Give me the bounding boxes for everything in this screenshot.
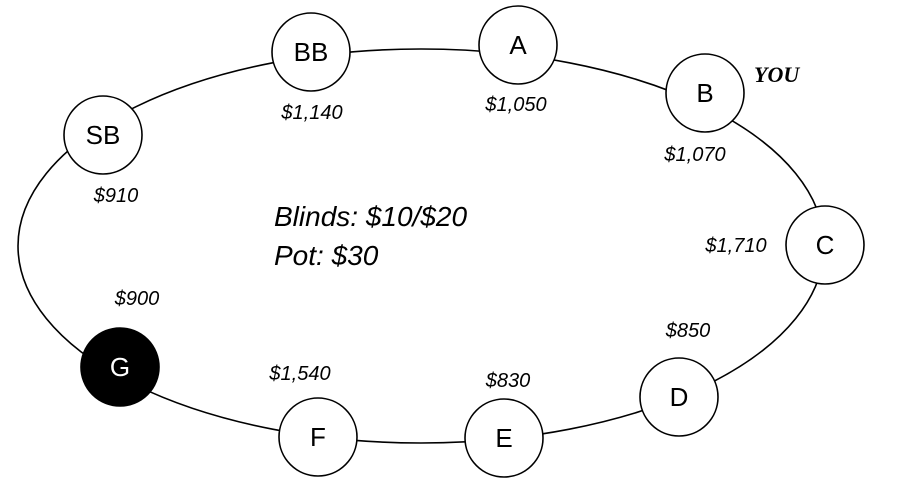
- seat-d: D $850: [639, 320, 719, 437]
- seat-f: F $1,540: [268, 363, 358, 477]
- seat-stack: $1,140: [280, 102, 342, 124]
- seat-circle: [271, 12, 351, 92]
- seat-circle: [63, 95, 143, 175]
- seat-stack: $1,710: [704, 235, 766, 257]
- seat-stack: $1,050: [484, 94, 546, 116]
- seat-g: G $900: [80, 288, 160, 407]
- seat-b: B $1,070 YOU: [663, 53, 800, 166]
- pot-info: Blinds: $10/$20 Pot: $30: [274, 201, 467, 271]
- seat-e: E $830: [464, 370, 544, 478]
- seat-stack: $900: [114, 288, 160, 310]
- seat-stack: $910: [93, 185, 139, 207]
- pot-text: Pot: $30: [274, 240, 379, 271]
- seat-label: SB: [86, 120, 121, 150]
- seat-circle: [278, 397, 358, 477]
- seat-label: B: [696, 78, 713, 108]
- seat-c: C $1,710: [704, 205, 865, 285]
- seat-label: F: [310, 422, 326, 452]
- seat-circle: [464, 398, 544, 478]
- seat-circle: [478, 5, 558, 85]
- seat-label: G: [110, 352, 130, 382]
- seat-bb: BB $1,140: [271, 12, 351, 124]
- seat-label: C: [816, 230, 835, 260]
- seat-circle: [639, 357, 719, 437]
- seat-label: D: [670, 382, 689, 412]
- seat-circle: [785, 205, 865, 285]
- seat-sb: SB $910: [63, 95, 143, 207]
- blinds-text: Blinds: $10/$20: [274, 201, 467, 232]
- seat-a: A $1,050: [478, 5, 558, 116]
- seat-stack: $1,070: [663, 144, 725, 166]
- seat-circle-filled: [80, 327, 160, 407]
- seat-label: E: [495, 423, 512, 453]
- seat-stack: $850: [665, 320, 711, 342]
- seat-label: BB: [294, 37, 329, 67]
- seat-stack: $1,540: [268, 363, 330, 385]
- seat-stack: $830: [485, 370, 531, 392]
- seat-circle: [665, 53, 745, 133]
- seat-label: A: [509, 30, 527, 60]
- you-label: YOU: [754, 62, 800, 87]
